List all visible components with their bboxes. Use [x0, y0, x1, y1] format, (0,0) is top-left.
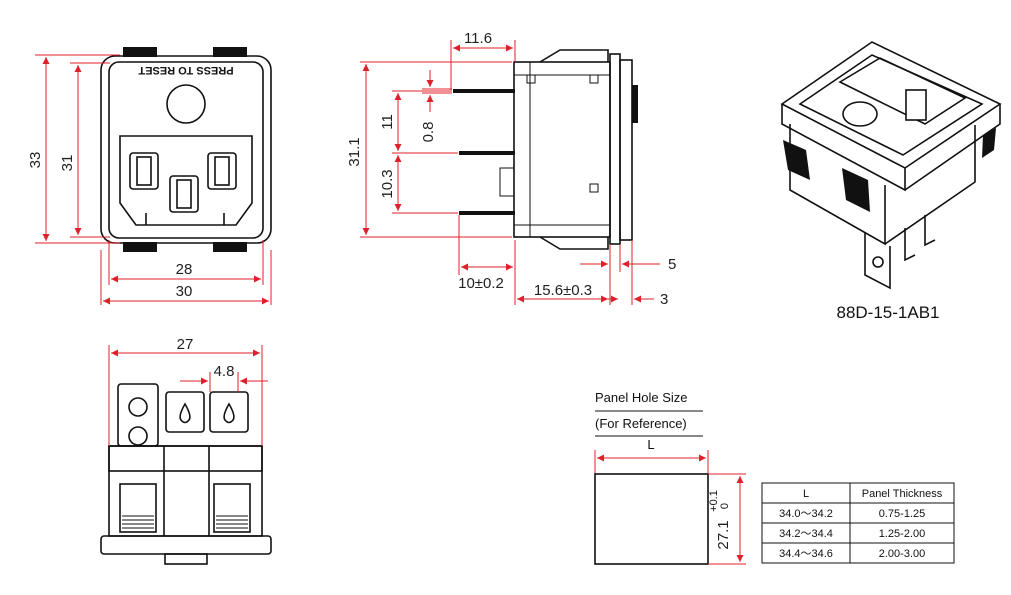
side-latch — [499, 167, 515, 197]
table-header-l: L — [803, 488, 809, 500]
bottom-flange — [100, 535, 272, 555]
bottom-pin-right — [209, 391, 249, 433]
panel-hole-subtitle: (For Reference) — [595, 416, 687, 431]
reset-marking: PRESS TO RESET — [138, 64, 233, 76]
side-view: 11.6 31.1 11 0.8 10.3 10±0.2 15.6±0.3 — [346, 30, 676, 308]
socket-recess — [119, 135, 253, 226]
dim-pin-thickness: 0.8 — [420, 122, 437, 143]
side-clip-bottom — [539, 236, 609, 250]
panel-hole-height: 27.1 — [715, 520, 732, 549]
dim-top: 11.6 — [464, 30, 492, 47]
reset-button — [166, 84, 206, 124]
panel-hole-width: L — [647, 437, 654, 452]
dim-lower-gap: 10.3 — [379, 169, 396, 198]
table-cell: 34.4～34.6 — [779, 548, 833, 560]
iso-pin-1 — [864, 232, 891, 290]
dim-width-inner: 28 — [176, 261, 193, 278]
earth-contact — [169, 175, 199, 213]
right-contact — [207, 152, 237, 190]
panel-hole: Panel Hole Size (For Reference) L 27.1 +… — [594, 390, 746, 565]
side-pin-bottom — [459, 211, 515, 215]
isometric-view: 88D-15-1AB1 — [780, 41, 1002, 322]
iso-contact — [905, 89, 927, 121]
panel-thickness-table: L Panel Thickness 34.0～34.2 0.75-1.25 34… — [761, 482, 955, 564]
bottom-button — [164, 553, 208, 565]
dim-width-outer: 30 — [176, 283, 193, 300]
side-reset-button — [632, 85, 638, 123]
dim-height: 31.1 — [346, 137, 363, 166]
left-contact — [129, 152, 159, 190]
bottom-view: 27 4.8 — [100, 336, 272, 565]
bottom-body — [108, 445, 263, 537]
iso-pin-3 — [924, 215, 936, 247]
iso-inner-frame — [798, 54, 984, 156]
iso-body-right — [884, 125, 976, 245]
table-header-thickness: Panel Thickness — [862, 488, 943, 500]
bottom-right-tab — [213, 242, 247, 252]
iso-clip-left — [783, 140, 810, 180]
dim-pin-length: 10±0.2 — [458, 275, 504, 292]
front-view: PRESS TO RESET 33 31 28 30 — [27, 47, 272, 305]
iso-left-face — [781, 104, 906, 192]
left-contact-slot — [136, 156, 152, 186]
table-cell: 1.25-2.00 — [879, 528, 925, 540]
front-outer-body — [100, 55, 272, 244]
top-left-tab — [123, 47, 157, 57]
panel-hole-rect — [594, 473, 709, 565]
side-front-face — [619, 59, 633, 241]
front-inner-frame — [108, 61, 264, 239]
dim-panel: 3 — [660, 291, 668, 308]
iso-body-left — [789, 124, 886, 246]
dim-body-depth: 15.6±0.3 — [534, 282, 592, 299]
side-body — [513, 61, 611, 238]
iso-reset-button — [842, 101, 878, 127]
table-cell: 34.2～34.4 — [779, 528, 833, 540]
dim-flange: 5 — [668, 256, 676, 273]
dim-height-inner: 31 — [59, 155, 76, 172]
dim-width: 27 — [177, 336, 194, 353]
panel-hole-tol-minus: 0 — [719, 503, 731, 509]
table-cell: 2.00-3.00 — [879, 548, 925, 560]
bottom-pin-center — [165, 391, 205, 433]
panel-hole-title: Panel Hole Size — [595, 390, 688, 405]
bottom-pin-left — [117, 383, 159, 447]
dim-pin-pitch: 4.8 — [214, 363, 235, 380]
panel-hole-tol-plus: +0.1 — [708, 490, 720, 512]
side-pin-middle — [459, 151, 515, 155]
iso-right-face — [904, 104, 1001, 191]
side-flange — [609, 53, 621, 245]
model-number: 88D-15-1AB1 — [836, 303, 939, 322]
side-pin-top — [453, 89, 515, 93]
iso-clip-right — [982, 128, 996, 158]
side-clip-top — [539, 49, 609, 63]
bottom-left-tab — [123, 242, 157, 252]
iso-socket-opening — [838, 57, 967, 125]
iso-clip-center — [842, 168, 870, 212]
top-right-tab — [213, 47, 247, 57]
right-contact-slot — [214, 156, 230, 186]
earth-contact-slot — [176, 179, 192, 209]
table-cell: 0.75-1.25 — [879, 508, 925, 520]
table-cell: 34.0～34.2 — [779, 508, 833, 520]
dim-pin-gap: 11 — [379, 114, 396, 130]
iso-pin-2 — [904, 228, 916, 262]
dim-height-outer: 33 — [27, 152, 44, 169]
